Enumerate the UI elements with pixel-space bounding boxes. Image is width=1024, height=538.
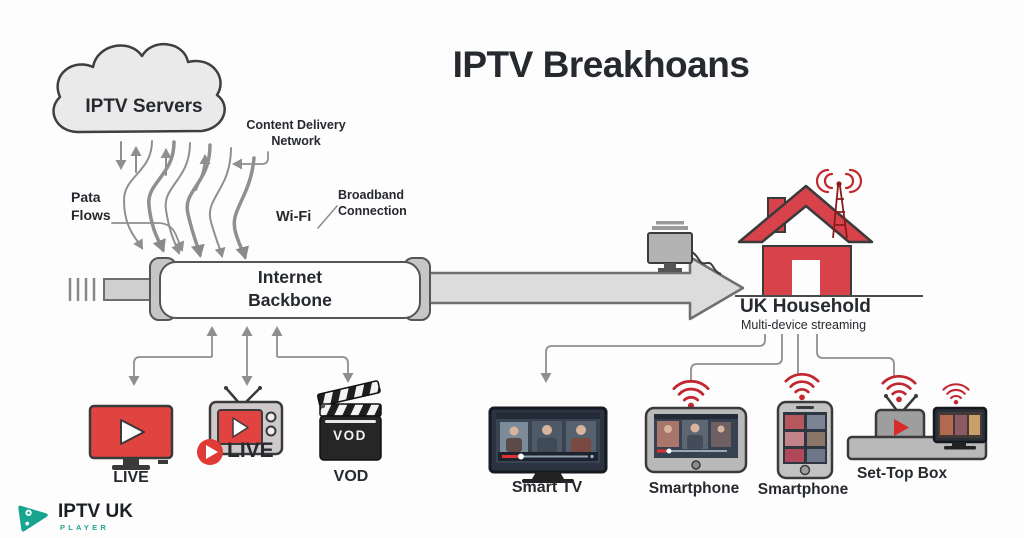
wifi-label: Wi-Fi	[276, 209, 312, 225]
cdn-label: Content Delivery Network	[246, 118, 346, 148]
tablet-smartphone-icon	[644, 379, 748, 474]
brand-tagline: PLAYER	[60, 523, 109, 533]
vod-label: VOD	[333, 468, 369, 485]
mini-tv-icon	[932, 383, 988, 450]
iptv-servers-label: IPTV Servers	[85, 96, 203, 117]
set-top-box-icon	[846, 374, 988, 461]
play-logo-icon	[18, 505, 48, 532]
live-retro-tv-label: LIVE	[227, 439, 274, 462]
set-top-box-label: Set-Top Box	[856, 465, 948, 482]
smartphone-label-2: Smartphone	[757, 481, 849, 498]
vod-board-text: VOD	[333, 428, 367, 443]
vod-clapperboard-icon	[316, 380, 382, 461]
smart-tv-icon	[488, 406, 608, 483]
broadband-arrow	[422, 255, 745, 321]
antenna-tower-icon	[832, 181, 848, 239]
live-badge-icon	[197, 439, 223, 465]
data-flow-arrows	[111, 140, 338, 260]
retro-tv-icon	[197, 386, 284, 465]
live-monitor-icon	[88, 404, 174, 470]
live-monitor-label: LIVE	[113, 469, 149, 486]
broadband-label: Broadband Connection	[338, 188, 407, 219]
household-title: UK Household	[740, 296, 871, 317]
household-subtitle: Multi-device streaming	[741, 318, 867, 332]
house-door	[792, 260, 820, 296]
cloud-icon	[52, 42, 226, 134]
brand-logo-text: IPTV UK PLAYER	[58, 502, 133, 532]
broadcast-waves-icon	[815, 168, 863, 194]
house-icon	[735, 168, 923, 297]
household-connectors	[540, 334, 895, 383]
internet-backbone	[68, 255, 745, 321]
brand-logo: IPTV UK PLAYER	[14, 498, 133, 536]
source-connectors	[128, 326, 354, 386]
smartphone-icon	[776, 372, 834, 480]
smartphone-label-1: Smartphone	[648, 480, 740, 497]
page-title: IPTV Breakhoans	[452, 44, 750, 85]
internet-backbone-label: Internet Backbone	[248, 267, 332, 310]
smart-tv-label: Smart TV	[511, 479, 583, 496]
brand-name: IPTV UK	[58, 501, 133, 523]
modem-icon	[647, 221, 722, 275]
data-flows-label: Pata Flows	[71, 189, 111, 224]
